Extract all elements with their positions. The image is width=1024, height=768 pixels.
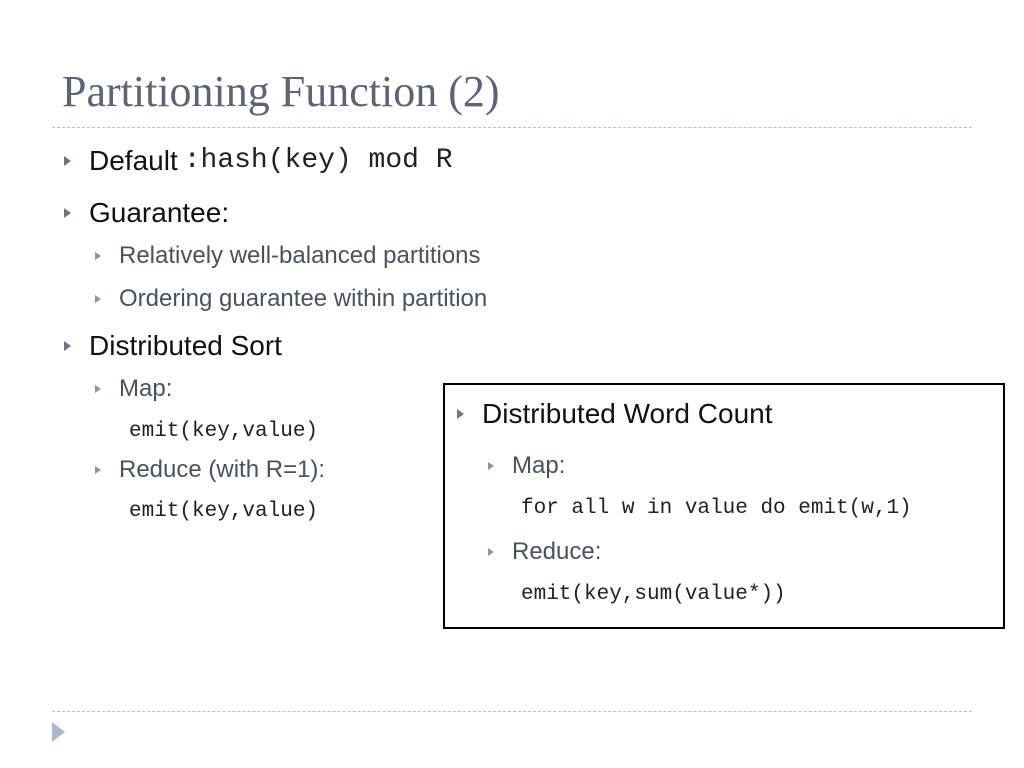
box-title-item: Distributed Word Count	[457, 400, 773, 428]
sort-map-item: Map:	[95, 377, 172, 401]
box-reduce-item: Reduce:	[488, 540, 601, 564]
box-reduce-code: emit(key,sum(value*))	[521, 583, 786, 606]
guarantee-item-text: Ordering guarantee within partition	[119, 285, 488, 312]
bullet-guarantee: Guarantee:	[64, 199, 229, 227]
sort-label: Distributed Sort	[89, 330, 282, 361]
triangle-right-icon	[457, 409, 464, 419]
footer-divider	[52, 711, 972, 712]
triangle-right-icon	[95, 466, 101, 474]
word-count-box	[443, 383, 1005, 629]
sort-map-code: emit(key,value)	[129, 420, 319, 443]
guarantee-label: Guarantee:	[89, 197, 230, 228]
sort-reduce-code: emit(key,value)	[129, 500, 319, 523]
sort-reduce-label: Reduce (with R=1):	[119, 456, 326, 483]
box-map-label: Map:	[512, 452, 566, 479]
box-map-item: Map:	[488, 454, 565, 478]
title-divider	[52, 127, 972, 128]
default-label: Default	[89, 145, 178, 176]
box-reduce-label: Reduce:	[512, 538, 602, 565]
bullet-distributed-sort: Distributed Sort	[64, 332, 282, 360]
triangle-right-icon	[488, 462, 494, 470]
slide-title: Partitioning Function (2)	[62, 67, 500, 116]
triangle-right-icon	[64, 156, 71, 166]
triangle-right-icon	[95, 295, 101, 303]
next-slide-icon[interactable]	[52, 722, 65, 742]
box-title: Distributed Word Count	[482, 398, 773, 429]
sort-reduce-item: Reduce (with R=1):	[95, 458, 325, 482]
triangle-right-icon	[488, 548, 494, 556]
guarantee-item: Ordering guarantee within partition	[95, 287, 487, 311]
default-code: :hash(key) mod R	[183, 145, 453, 176]
sort-map-label: Map:	[119, 375, 173, 402]
triangle-right-icon	[64, 208, 71, 218]
triangle-right-icon	[95, 252, 101, 260]
bullet-default: Default :hash(key) mod R	[64, 147, 453, 175]
triangle-right-icon	[95, 385, 101, 393]
guarantee-item: Relatively well-balanced partitions	[95, 244, 481, 268]
box-map-code: for all w in value do emit(w,1)	[521, 497, 912, 520]
guarantee-item-text: Relatively well-balanced partitions	[119, 242, 481, 269]
triangle-right-icon	[64, 341, 71, 351]
